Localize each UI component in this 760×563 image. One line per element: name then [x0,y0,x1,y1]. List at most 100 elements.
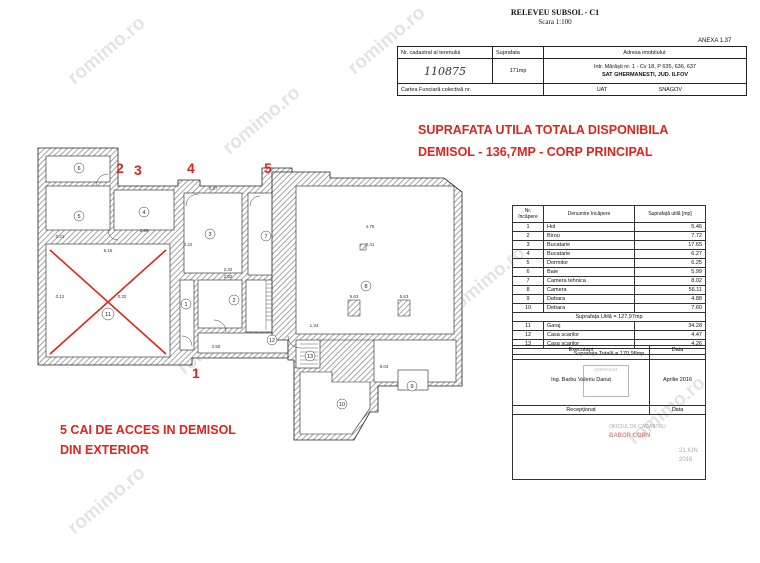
room-10-area [299,371,371,435]
room-label: 2 [232,298,235,304]
room-label: 5 [77,214,80,220]
room-label: 12 [269,338,275,344]
access-number: 2 [116,160,124,176]
uat-label: UAT [596,86,608,93]
room-name: Casa scarilor [543,330,635,340]
address-line2: SAT GHERMANESTI, JUD. ILFOV [601,72,689,78]
room-nr: 6 [512,267,544,277]
room-label: 8 [364,284,367,290]
room-5-area [45,185,111,231]
room-label: 10 [339,402,345,408]
room-area: 8.02 [634,276,706,286]
registry-table: Nr. cadastral al terenului Suprafata Adr… [397,46,747,96]
dimension-label: 5.63 [350,294,359,299]
date-label: Data [649,345,706,355]
room-nr: 2 [512,231,544,241]
room-area: 6.25 [634,258,706,268]
room-name: Bucatarie [543,240,635,250]
signature-table: Executant Data Ing. Barbu Valeriu Danuț … [512,345,706,480]
room-nr: 7 [512,276,544,286]
dimension-label: 2.96 [140,228,149,233]
office-stamp: OFICIUL DE CADASTRU BABOR CORN 21 IUN 20… [609,423,705,465]
scale-label: Scara 1:100 [538,18,572,26]
room-area: 5.46 [634,222,706,232]
access-number: 5 [264,160,272,176]
room-nr: 5 [512,258,544,268]
room-label: 11 [105,312,111,318]
uat-value: SNAGOV [658,86,683,93]
room-name: Hol [543,222,635,232]
executant-label: Executant [512,345,650,355]
annex-label: ANEXA 1.37 [698,38,732,44]
dimension-label: 2.82 [224,274,233,279]
rooms-table: Nr. încăpere Denumire încăpere Suprafață… [512,205,706,360]
rooms-header-name: Denumire încăpere [543,205,635,223]
column [397,299,411,317]
seal-stamp: CERTIFICAT [583,365,629,397]
seal-text: CERTIFICAT [594,367,618,372]
room-area: 4.88 [634,294,706,304]
access-number: 1 [192,365,200,381]
rooms-subtotal: Suprafața Utilă = 127,97mp [512,312,706,322]
room-name: Camera [543,285,635,295]
room-label: 7 [264,234,267,240]
room-name: Dormitor [543,258,635,268]
room-nr: 1 [512,222,544,232]
dimension-label: 1.34 [310,323,319,328]
dimension-label: 0.21 [56,234,65,239]
room-name: Baie [543,267,635,277]
room-area: 5.99 [634,267,706,277]
room-nr: 8 [512,285,544,295]
stamp-date: 21 IUN 2016 [679,448,698,463]
room-label: 4 [142,210,145,216]
column [359,243,367,251]
dimension-label: 0.22 [184,242,193,247]
dimension-label: 0.41 [366,242,375,247]
surface-annotation-line1: SUPRAFATA UTILA TOTALA DISPONIBILA [418,123,669,137]
access-annotation-line2: DIN EXTERIOR [60,443,149,457]
room-name: Bucatarie [543,249,635,259]
dimension-label: 0.12 [56,294,65,299]
room-label: 3 [208,232,211,238]
rooms-header-area: Suprafață utilă [mp] [634,205,706,223]
rooms-header-nr: Nr. încăpere [512,205,544,223]
cadastral-number: 110875 [424,64,466,78]
room-nr: 4 [512,249,544,259]
dimension-label: 5.63 [400,294,409,299]
room-label: 13 [307,354,313,360]
room-area: 7.60 [634,303,706,313]
garage-cross [49,249,167,355]
dimension-label: 2.50 [212,344,221,349]
room-1-area [179,279,195,351]
surface-annotation: SUPRAFATA UTILA TOTALA DISPONIBILA DEMIS… [418,119,668,163]
dimension-label: 3.37 [209,186,218,191]
reception-date-label: Data [649,405,706,415]
door-swings [95,173,301,349]
room-area: 56.11 [634,285,706,295]
room-area: 4.47 [634,330,706,340]
room-nr: 12 [512,330,544,340]
room-name: Debara [543,303,635,313]
address-line1: Intr. Mărăști nr. 1 - Cv 18, P 635, 636,… [593,64,696,70]
dimension-label: 2.32 [224,267,233,272]
room-label: 6 [77,166,80,172]
page-title: RELEVEU SUBSOL - C1 [510,8,600,17]
reception-label: Recepționat [512,405,650,415]
room-name: Birou [543,231,635,241]
dimension-label: 0.32 [118,294,127,299]
date-value: Aprilie 2016 [649,354,706,406]
room-nr: 9 [512,294,544,304]
room-nr: 11 [512,321,544,331]
access-annotation-line1: 5 CAI DE ACCES IN DEMISOL [60,423,236,437]
room-8-area [295,185,455,335]
room-nr: 10 [512,303,544,313]
